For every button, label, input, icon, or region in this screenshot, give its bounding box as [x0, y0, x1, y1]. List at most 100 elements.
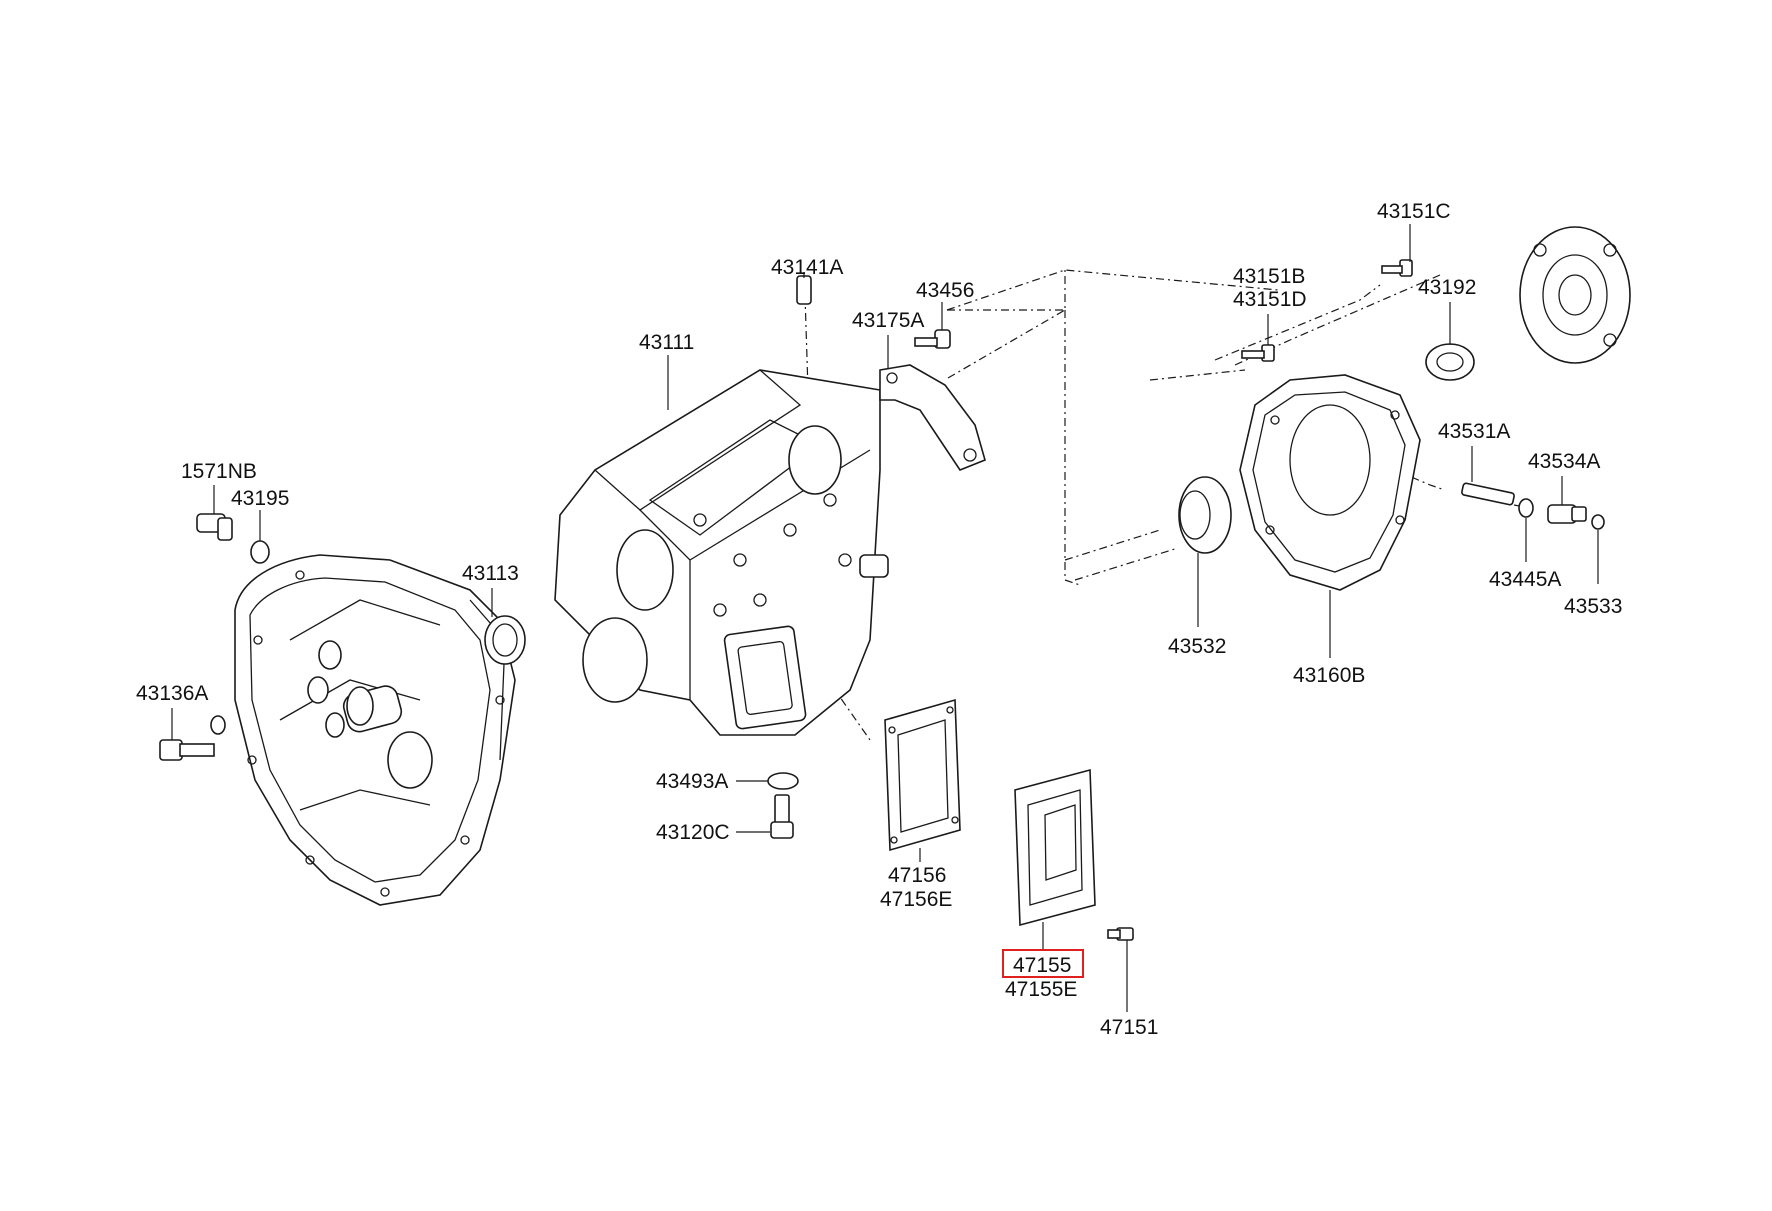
oil-seal-43113-outer	[484, 615, 526, 665]
label-43120c[interactable]: 43120C	[656, 821, 730, 844]
bearing-43192-outer	[1425, 343, 1475, 381]
bolt-43136a-shank	[179, 743, 215, 757]
part-labels: 43151C 43151B 43151D 43192 43141A 43456 …	[136, 200, 1622, 1039]
extension-housing-bore	[1289, 404, 1371, 516]
bolt-47151-shank	[1107, 929, 1121, 939]
gasket-47156-inner	[897, 719, 949, 833]
label-43195[interactable]: 43195	[231, 487, 289, 510]
label-43532[interactable]: 43532	[1168, 635, 1226, 658]
housing-boss-2	[307, 676, 329, 704]
release-fork-pivot	[387, 731, 433, 789]
sleeve-43534a	[1547, 504, 1587, 524]
label-43151c[interactable]: 43151C	[1377, 200, 1451, 223]
label-43113[interactable]: 43113	[462, 562, 519, 585]
label-43160b[interactable]: 43160B	[1293, 664, 1365, 687]
label-47155[interactable]: 47155	[1013, 954, 1071, 977]
label-43192[interactable]: 43192	[1418, 276, 1476, 299]
label-43111[interactable]: 43111	[639, 331, 694, 354]
companion-flange-hub	[1558, 274, 1592, 316]
case-stud-4	[823, 493, 837, 507]
input-shaft-sleeve-end	[346, 686, 374, 726]
bolt-43456	[914, 329, 951, 349]
label-43175a[interactable]: 43175A	[852, 309, 924, 332]
label-47156[interactable]: 47156	[888, 864, 946, 887]
guide-line-vertical-right	[1064, 310, 1081, 586]
housing-bolt-hole-7	[495, 695, 505, 705]
clutch-housing-inner-rim	[249, 577, 491, 883]
extension-housing-body	[1239, 374, 1421, 591]
bolt-43120c-shank	[774, 794, 790, 824]
leader-lines	[171, 224, 1599, 1012]
oil-seal-43532-inner	[1179, 490, 1211, 540]
bolt-43120c-head	[770, 821, 794, 839]
case-side-cover-window	[723, 625, 807, 730]
housing-bolt-hole-1	[253, 635, 263, 645]
bolt-43136a	[159, 715, 226, 761]
label-47155e[interactable]: 47155E	[1005, 978, 1077, 1001]
label-43534a[interactable]: 43534A	[1528, 450, 1600, 473]
bolt-43151c	[1381, 259, 1413, 277]
label-1571nb[interactable]: 1571NB	[181, 460, 257, 483]
case-stud-5	[838, 553, 852, 567]
guide-line-upper-right	[947, 270, 1066, 311]
oil-seal-43532	[1178, 476, 1232, 554]
clutch-housing-rib-1	[289, 599, 441, 641]
clutch-housing-43136-assembly	[234, 554, 516, 906]
bolt-43151b-shank	[1241, 350, 1265, 359]
case-stud-6	[753, 593, 767, 607]
label-43136a[interactable]: 43136A	[136, 682, 208, 705]
guide-line-seal	[1074, 547, 1179, 581]
cover-47155-dome	[1044, 804, 1077, 881]
companion-flange	[1519, 226, 1631, 364]
speedo-shaft-body	[1461, 482, 1515, 506]
gasket-47156-hole-4	[890, 836, 898, 844]
case-rear-plug	[859, 554, 889, 578]
cover-47155	[1014, 768, 1096, 927]
case-bearing-bore-lower	[582, 617, 648, 703]
bracket-43175a-hole-1	[886, 372, 898, 384]
guide-line-top	[946, 269, 1279, 311]
label-43456[interactable]: 43456	[916, 279, 974, 302]
dowel-pin-43141a	[796, 275, 812, 305]
label-43141a[interactable]: 43141A	[771, 256, 843, 279]
ext-bolt-hole-4	[1265, 525, 1275, 535]
housing-bolt-hole-3	[247, 755, 257, 765]
housing-bolt-hole-5	[380, 887, 390, 897]
label-43493a[interactable]: 43493A	[656, 770, 728, 793]
case-stud-7	[713, 603, 727, 617]
bolt-43136a-head	[159, 739, 183, 761]
sleeve-43534a-nut	[1571, 506, 1587, 522]
case-bearing-bore-upper	[616, 529, 674, 611]
guide-line-bracket	[947, 309, 1066, 379]
label-43533[interactable]: 43533	[1564, 595, 1622, 618]
housing-boss-3	[325, 712, 345, 738]
label-43151d[interactable]: 43151D	[1233, 288, 1307, 311]
extension-housing-inner-rim	[1252, 391, 1406, 573]
clip-43533	[1591, 514, 1605, 530]
bolt-43151b	[1241, 344, 1275, 362]
gasket-47156-hole-2	[946, 706, 954, 714]
bolt-47151	[1107, 927, 1134, 941]
label-47156e[interactable]: 47156E	[880, 888, 952, 911]
clutch-housing-rib-3	[299, 789, 431, 811]
bracket-43175a-hole-2	[963, 448, 977, 462]
gasket-47156-hole-3	[951, 816, 959, 824]
gasket-47156	[884, 698, 961, 852]
label-47151[interactable]: 47151	[1100, 1016, 1158, 1039]
companion-flange-bolt-3	[1603, 333, 1617, 347]
guide-line-dowel	[804, 294, 809, 391]
bolt-43136a-washer	[210, 715, 226, 735]
label-43445a[interactable]: 43445A	[1489, 568, 1561, 591]
ext-bolt-hole-3	[1395, 515, 1405, 525]
companion-flange-outer	[1519, 226, 1631, 364]
guide-line-bolt-b	[1149, 369, 1246, 381]
case-side-cover-window-inner	[737, 640, 793, 715]
label-43151b[interactable]: 43151B	[1233, 265, 1305, 288]
case-top-edge	[594, 369, 802, 511]
plug-1571nb	[196, 513, 233, 541]
housing-boss-1	[318, 640, 342, 670]
bolt-43456-shank	[914, 337, 938, 347]
label-43531a[interactable]: 43531A	[1438, 420, 1510, 443]
plug-1571nb-thread	[217, 517, 233, 541]
